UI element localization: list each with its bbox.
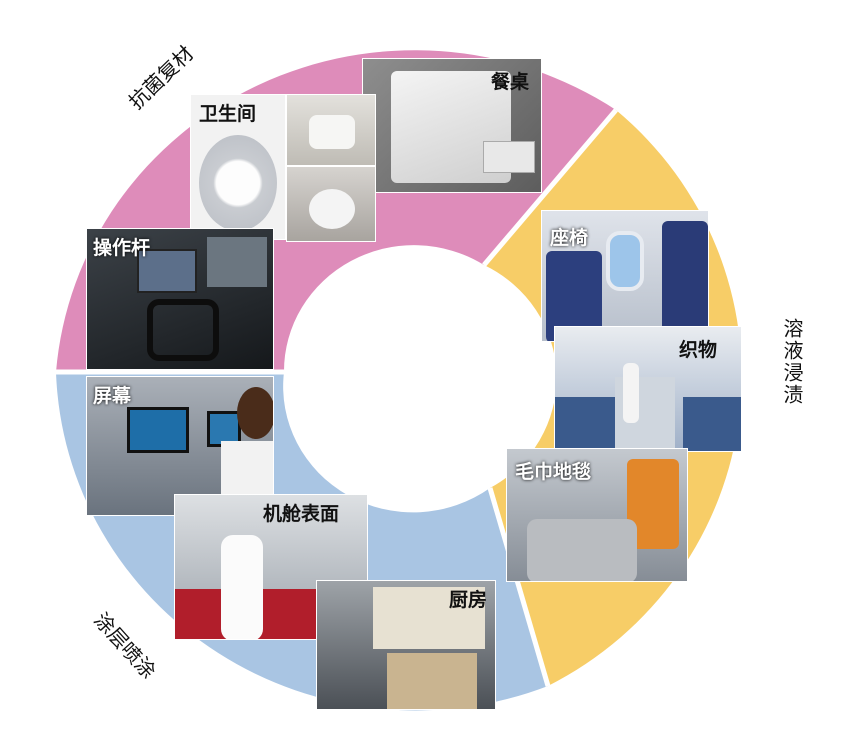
separator-line <box>487 487 551 687</box>
restroom-label: 卫生间 <box>199 103 257 125</box>
galley-photo: 厨房 <box>316 580 496 710</box>
screen-photo: 屏幕 <box>86 376 274 516</box>
galley-label: 厨房 <box>449 589 488 611</box>
seatback-screen <box>127 407 189 453</box>
towel-carpet-photo: 毛巾地毯 <box>506 448 688 582</box>
fabric-label: 织物 <box>679 339 718 361</box>
joystick-photo: 操作杆 <box>86 228 274 370</box>
person-head <box>237 387 273 439</box>
galley-cabinet <box>373 587 485 649</box>
galley-cart <box>387 653 477 709</box>
dining-table-photo: 餐桌 <box>362 58 542 193</box>
immersion-label: 溶液浸渍 <box>780 318 804 406</box>
restroom-sink-photo <box>286 94 376 166</box>
dining-table-label: 餐桌 <box>491 71 530 93</box>
separator-line <box>482 108 618 267</box>
toilet-bowl <box>309 189 355 229</box>
screen-label: 屏幕 <box>93 385 132 407</box>
worker-suit <box>221 535 263 639</box>
fabric-seats-left <box>555 397 615 451</box>
blanket <box>527 519 637 581</box>
joystick-label: 操作杆 <box>93 237 151 259</box>
fabric-worker <box>623 363 639 423</box>
towel-carpet-label: 毛巾地毯 <box>515 461 592 483</box>
cockpit-display <box>137 249 197 293</box>
fabric-seats-right <box>683 397 741 451</box>
seat-back-right <box>662 221 708 341</box>
seat-photo: 座椅 <box>541 210 709 342</box>
table-tray <box>483 141 535 173</box>
control-yoke <box>147 299 219 361</box>
center-hole <box>286 248 542 496</box>
seat-window <box>606 231 644 291</box>
cockpit-window <box>207 237 267 287</box>
seat-label: 座椅 <box>550 227 589 249</box>
restroom-photo: 卫生间 <box>190 94 286 240</box>
toilet-seat <box>199 135 277 231</box>
restroom-toilet-photo <box>286 166 376 242</box>
cabin-surface-label: 机舱表面 <box>263 503 340 525</box>
sink-basin <box>309 115 355 149</box>
fabric-photo: 织物 <box>554 326 742 452</box>
